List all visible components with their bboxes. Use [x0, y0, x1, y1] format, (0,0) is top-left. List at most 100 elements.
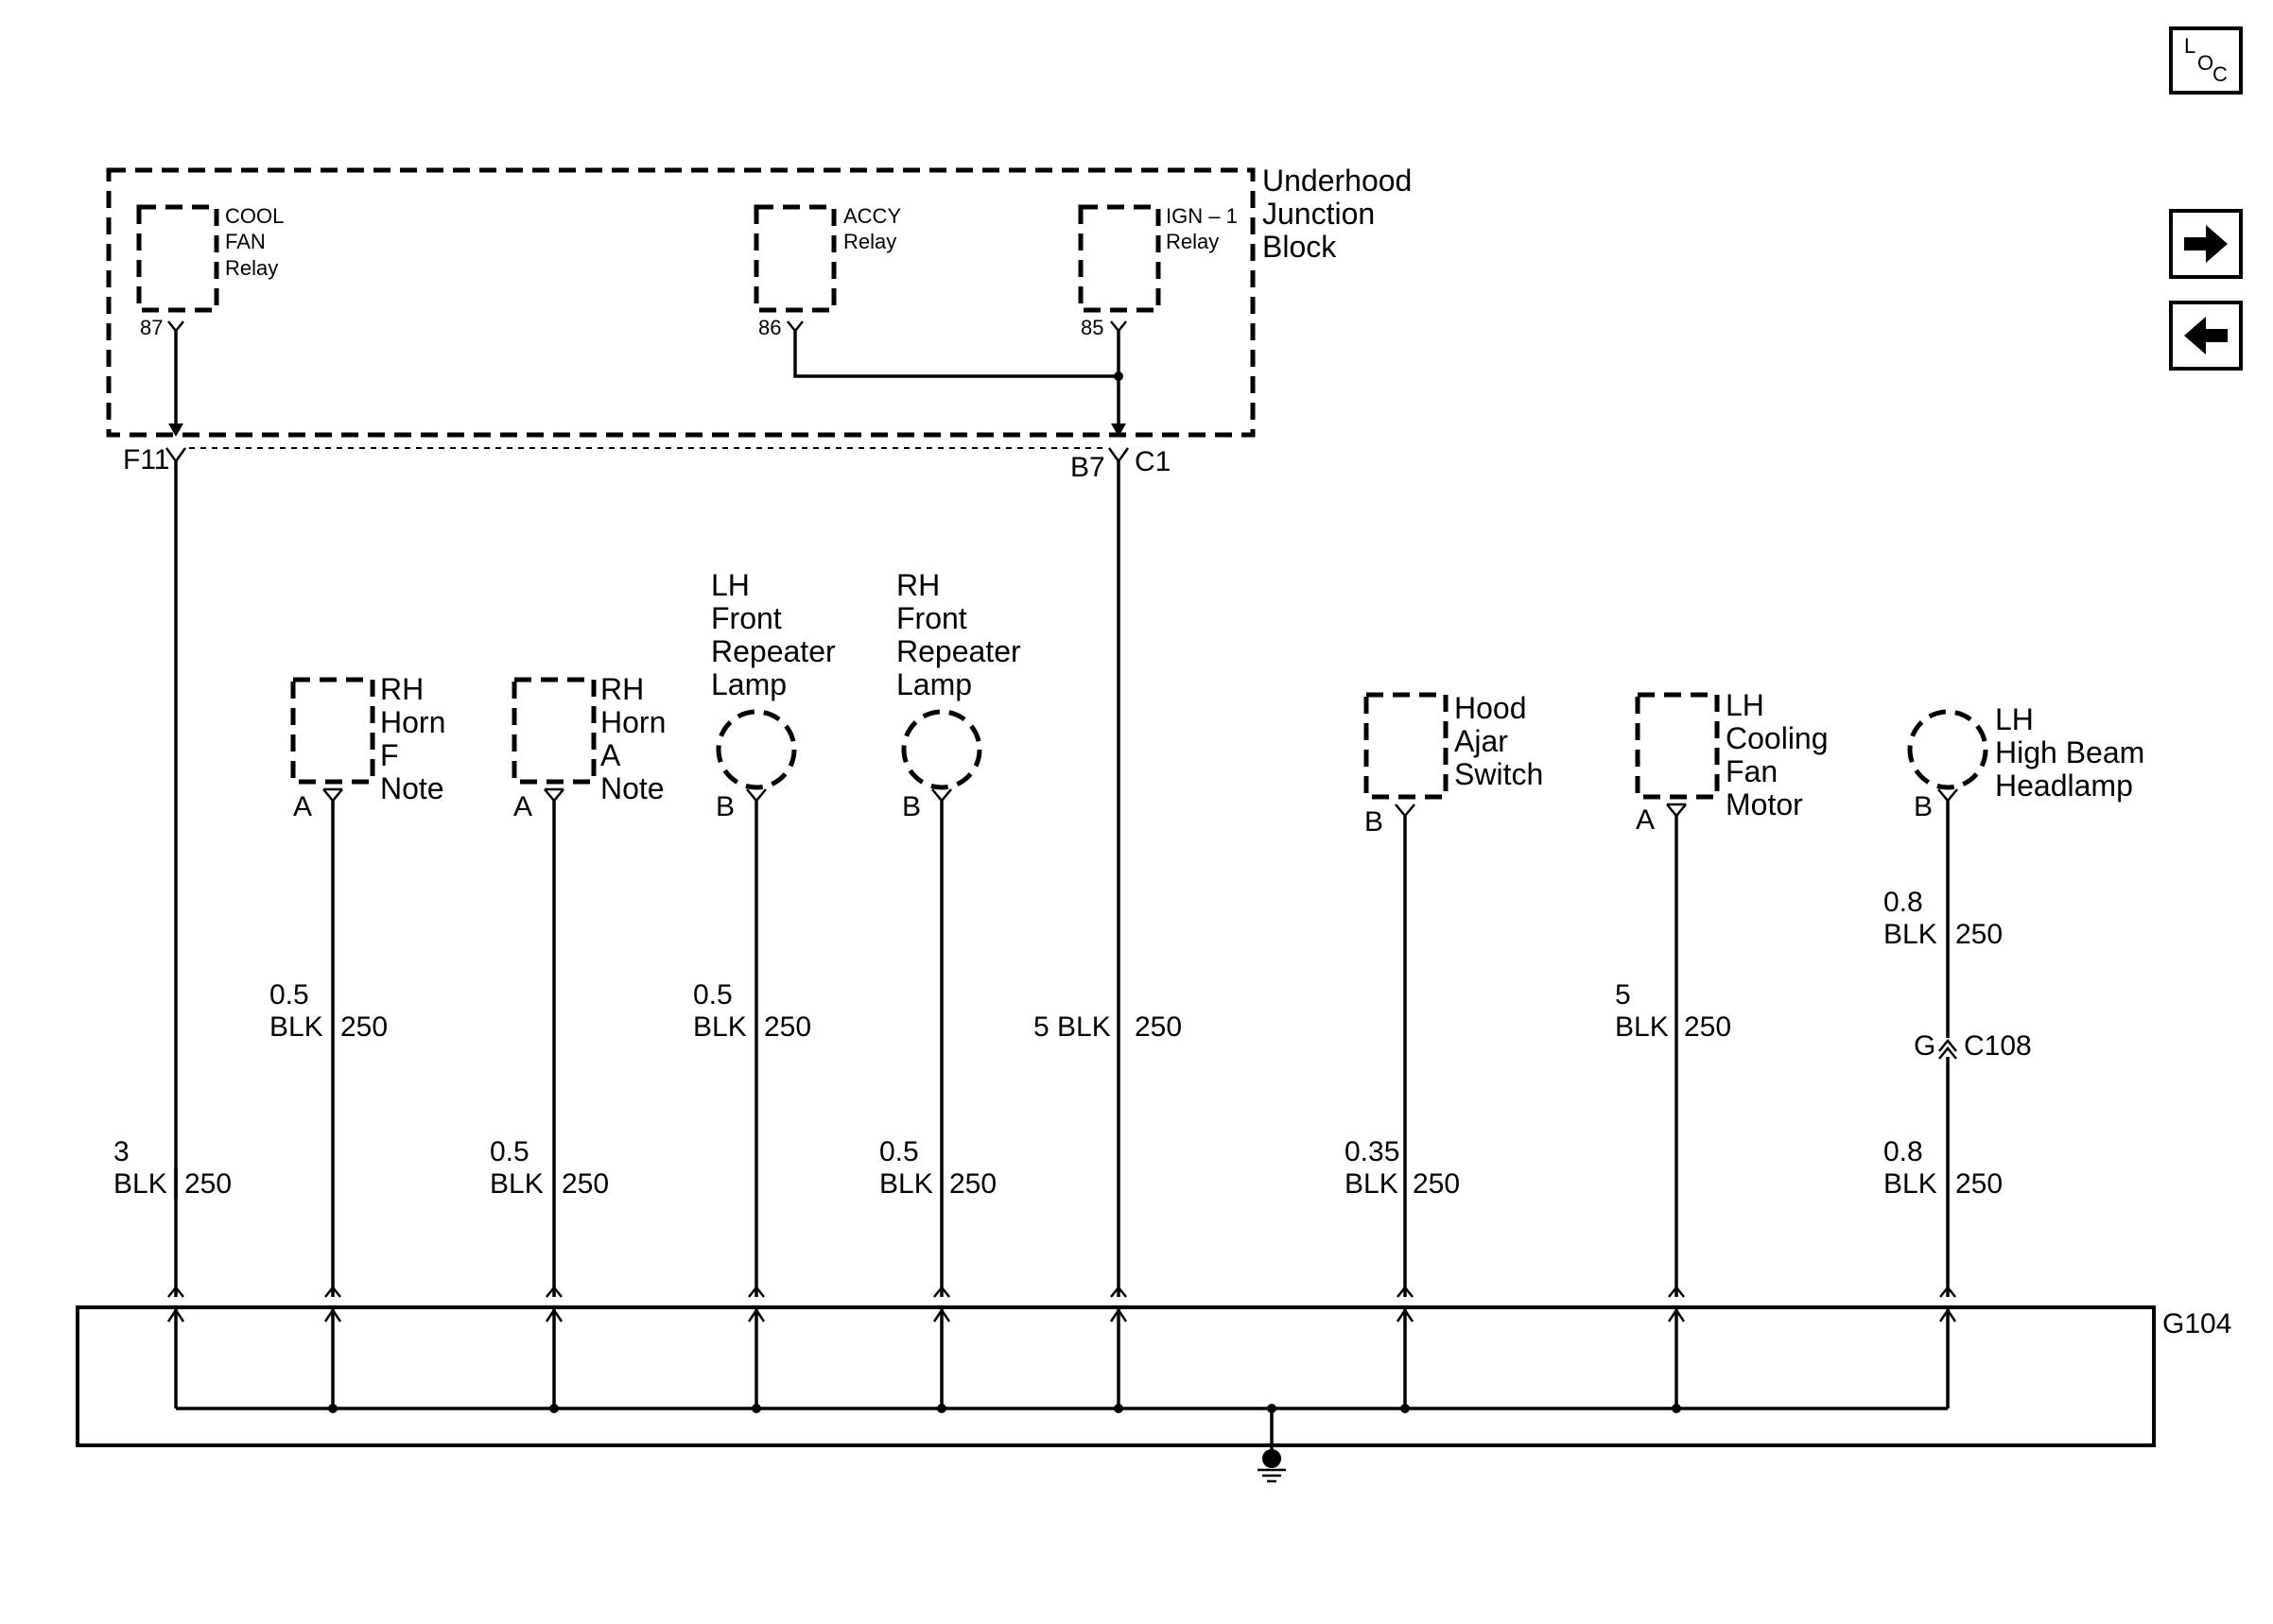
rh-horn-a-note: RH Horn A Note A — [512, 672, 666, 822]
c108-name: C108 — [1964, 1030, 2032, 1062]
lh-front-repeater-lamp: LH Front Repeater Lamp B — [711, 568, 836, 822]
wire-labels: 3 BLK 250 0.5 BLK 250 0.5 BLK 250 0.5 BL… — [113, 887, 2003, 1200]
rh-repeater-pin: B — [902, 791, 921, 822]
rh-horn-f-pin: A — [293, 791, 312, 822]
lh-fan-pin: A — [1636, 804, 1655, 836]
accy-relay-l1: ACCY — [843, 204, 901, 228]
arrow-left-icon — [2184, 317, 2228, 354]
lh-fan-l1: LH — [1726, 688, 1764, 722]
c108-pin: G — [1914, 1030, 1935, 1062]
rh-repeater-l1: RH — [896, 568, 940, 602]
lh-repeater-l4: Lamp — [711, 667, 787, 701]
previous-page-button[interactable] — [2169, 301, 2243, 371]
svg-text:250: 250 — [340, 1011, 388, 1043]
rh-horn-f-note: RH Horn F Note A — [290, 672, 445, 822]
wire-label-w3: 0.5 BLK 250 — [490, 1136, 609, 1200]
rh-front-repeater-lamp: RH Front Repeater Lamp B — [896, 568, 1021, 822]
rh-horn-f-l4: Note — [380, 771, 444, 805]
loc-letter-c: C — [2212, 62, 2228, 86]
wire-label-w9a: 0.8 BLK 250 — [1883, 887, 2003, 950]
svg-text:BLK: BLK — [879, 1168, 933, 1200]
svg-text:0.8: 0.8 — [1883, 1136, 1923, 1167]
svg-text:250: 250 — [1955, 1168, 2003, 1200]
svg-text:BLK: BLK — [1615, 1011, 1669, 1043]
wire-label-w4: 0.5 BLK 250 — [693, 979, 811, 1043]
lh-fan-l3: Fan — [1726, 754, 1778, 788]
svg-text:0.35: 0.35 — [1345, 1136, 1399, 1167]
lh-headlamp-l2: High Beam — [1995, 735, 2144, 769]
junction-internal-wiring — [168, 331, 1126, 437]
svg-text:BLK: BLK — [269, 1011, 323, 1043]
splice-entry-arrows — [167, 1285, 1956, 1298]
hood-ajar-l1: Hood — [1454, 691, 1527, 725]
svg-text:BLK: BLK — [1345, 1168, 1398, 1200]
rh-horn-f-l1: RH — [380, 672, 424, 706]
junction-connectors: F11 B7 C1 — [123, 444, 1171, 483]
ign-1-relay-l2: Relay — [1166, 230, 1219, 253]
ign-1-relay: IGN – 1 Relay 85 — [1078, 204, 1238, 339]
ign-1-relay-l1: IGN – 1 — [1166, 204, 1238, 228]
lh-headlamp-l3: Headlamp — [1995, 769, 2133, 803]
ground-symbol-icon — [1258, 1408, 1286, 1483]
svg-text:250: 250 — [1135, 1011, 1182, 1043]
svg-text:3: 3 — [113, 1136, 130, 1167]
lh-repeater-pin: B — [716, 791, 735, 822]
cool-fan-relay: COOL FAN Relay 87 — [136, 204, 284, 339]
svg-text:250: 250 — [562, 1168, 609, 1200]
svg-text:250: 250 — [949, 1168, 997, 1200]
rh-horn-a-l4: Note — [600, 771, 665, 805]
cool-fan-relay-pin: 87 — [140, 316, 163, 339]
wire-label-w8: 5 BLK 250 — [1615, 979, 1731, 1043]
hood-ajar-pin: B — [1364, 806, 1383, 838]
lh-repeater-l3: Repeater — [711, 634, 836, 668]
svg-text:250: 250 — [1955, 919, 2003, 950]
svg-text:5 BLK: 5 BLK — [1033, 1011, 1111, 1043]
accy-relay-pin: 86 — [758, 316, 781, 339]
svg-text:0.8: 0.8 — [1883, 887, 1923, 918]
splice-internal-legs — [166, 1307, 1957, 1413]
rh-horn-f-l2: Horn — [380, 705, 445, 739]
svg-text:5: 5 — [1615, 979, 1631, 1011]
rh-horn-a-l1: RH — [600, 672, 644, 706]
lh-repeater-l2: Front — [711, 601, 782, 635]
hood-ajar-l2: Ajar — [1454, 724, 1508, 758]
arrow-right-icon — [2184, 225, 2228, 263]
connector-c1: C1 — [1135, 446, 1171, 477]
connector-f11: F11 — [123, 444, 169, 475]
rh-repeater-l4: Lamp — [896, 667, 972, 701]
rh-repeater-l3: Repeater — [896, 634, 1021, 668]
wire-label-w2: 0.5 BLK 250 — [269, 979, 388, 1043]
svg-text:BLK: BLK — [1883, 1168, 1937, 1200]
ground-splice-g104: G104 — [76, 1285, 2231, 1483]
ground-wires — [174, 461, 1950, 1297]
wire-label-w6: 5 BLK 250 — [1033, 1011, 1182, 1043]
location-button[interactable]: L O C — [2169, 26, 2243, 95]
rh-horn-f-l3: F — [380, 738, 399, 772]
wire-label-w5: 0.5 BLK 250 — [879, 1136, 997, 1200]
svg-text:BLK: BLK — [490, 1168, 544, 1200]
lh-headlamp-l1: LH — [1995, 702, 2034, 736]
cool-fan-relay-l1: COOL — [225, 204, 284, 228]
connector-b7: B7 — [1070, 452, 1105, 483]
loc-letter-o: O — [2197, 51, 2213, 75]
ign-1-relay-pin: 85 — [1081, 316, 1103, 339]
hood-ajar-l3: Switch — [1454, 757, 1543, 791]
junction-label-line1: Underhood — [1262, 164, 1412, 198]
svg-text:BLK: BLK — [113, 1168, 167, 1200]
svg-text:BLK: BLK — [693, 1011, 747, 1043]
lh-fan-l4: Motor — [1726, 787, 1803, 821]
rh-repeater-l2: Front — [896, 601, 967, 635]
loc-letter-l: L — [2184, 34, 2195, 58]
next-page-button[interactable] — [2169, 209, 2243, 279]
ground-name: G104 — [2162, 1308, 2231, 1339]
svg-text:250: 250 — [184, 1168, 232, 1200]
cool-fan-relay-l3: Relay — [225, 256, 278, 280]
wire-label-w7: 0.35 BLK 250 — [1345, 1136, 1460, 1200]
inline-connector-c108: G C108 — [1914, 1030, 2032, 1062]
lh-headlamp-pin: B — [1914, 791, 1933, 822]
underhood-junction-block: Underhood Junction Block — [106, 164, 1412, 438]
cool-fan-relay-l2: FAN — [225, 230, 266, 253]
rh-horn-a-pin: A — [513, 791, 532, 822]
hood-ajar-switch: Hood Ajar Switch B — [1363, 691, 1543, 838]
